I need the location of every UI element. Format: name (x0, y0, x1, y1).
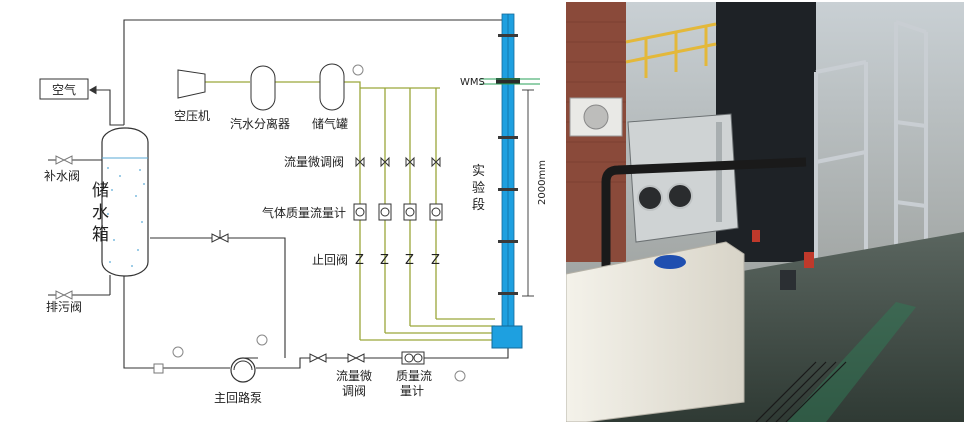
trim-valve-icons (355, 156, 441, 168)
air-label: 空气 (52, 82, 76, 97)
svg-text:Z: Z (355, 253, 364, 268)
gas-gauge-icon (352, 64, 364, 76)
loop-trim-valve-label-1: 流量微 (336, 369, 372, 383)
gas-tank-label: 储气罐 (312, 116, 348, 131)
loop-trim-valve-label-2: 调阀 (342, 384, 366, 398)
check-valve-label: 止回阀 (312, 253, 348, 267)
return-valve-icon (211, 230, 229, 243)
schematic-diagram: 空气 储 水 箱 补水阀 排污阀 空压机 汽水分离器 储气罐 流量微调阀 (39, 13, 548, 405)
svg-text:Z: Z (380, 253, 389, 268)
makeup-valve-icon (55, 155, 73, 165)
check-valve-icons: Z Z Z Z (355, 253, 440, 268)
wms-label: WMS (460, 77, 485, 88)
lab-photo (566, 2, 964, 422)
white-tank (566, 241, 745, 422)
drain-valve-label: 排污阀 (46, 300, 82, 314)
test-section-label-1: 实 (472, 164, 485, 179)
floor-grating (755, 361, 847, 422)
drain-valve-icon (55, 290, 73, 300)
tank-label-3: 箱 (92, 225, 109, 245)
svg-text:Z: Z (405, 253, 414, 268)
gas-flowmeter-icons (353, 203, 443, 221)
loop-flowmeter-icon (401, 351, 425, 365)
gas-tank-icon (319, 63, 345, 111)
loop-flowmeter-label-1: 质量流 (396, 369, 432, 383)
separator-icon (250, 65, 276, 111)
water-tank: 储 水 箱 (92, 127, 149, 277)
valves (752, 230, 814, 290)
loop-valve-icon (309, 353, 365, 363)
svg-text:Z: Z (431, 253, 440, 268)
glove-box (627, 113, 739, 243)
tank-label-2: 水 (92, 203, 109, 223)
gas-flowmeter-label: 气体质量流量计 (262, 205, 346, 220)
test-section-column (480, 13, 540, 349)
compressor-icon (177, 69, 206, 99)
loop-gauge-icon-1 (172, 346, 184, 358)
air-box (39, 78, 89, 100)
test-section-label-2: 验 (472, 180, 485, 196)
loop-gauge-icon-3 (454, 370, 466, 382)
makeup-valve-label: 补水阀 (44, 169, 80, 183)
test-section-label-3: 段 (472, 198, 485, 213)
pipe-lines (48, 19, 509, 369)
loop-filter-icon (153, 363, 164, 374)
separator-label: 汽水分离器 (230, 116, 290, 131)
compressor-label: 空压机 (174, 109, 210, 123)
loop-flowmeter-label-2: 量计 (400, 384, 424, 398)
black-pipe (601, 157, 807, 292)
flow-trim-valve-label: 流量微调阀 (284, 155, 344, 169)
tank-label-1: 储 (92, 181, 109, 201)
yellow-railing (625, 22, 717, 78)
main-pump-label: 主回路泵 (214, 390, 262, 405)
loop-gauge-icon-2 (256, 334, 268, 346)
length-label: 2000mm (537, 160, 548, 205)
blue-cap-icon (654, 255, 686, 269)
main-pump-icon (230, 357, 258, 383)
dimension-arrow (522, 89, 534, 297)
